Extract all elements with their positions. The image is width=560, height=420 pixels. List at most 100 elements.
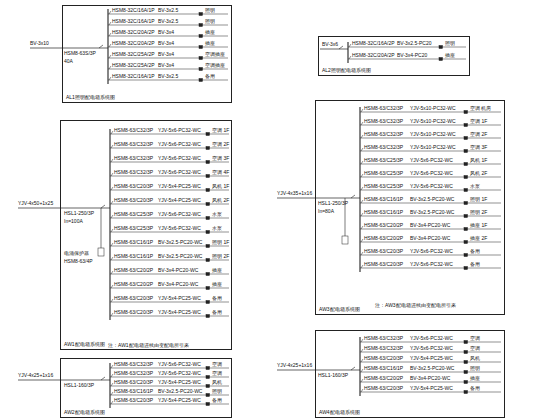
load-symbol bbox=[206, 203, 210, 206]
cable-spec: BV-3x4 bbox=[158, 51, 174, 57]
wire bbox=[101, 377, 105, 380]
load-name: 风机 2F bbox=[212, 197, 229, 203]
wire bbox=[361, 187, 363, 190]
wire bbox=[111, 285, 113, 288]
wire bbox=[111, 299, 113, 302]
breaker-rating: HSM8-32C/20A/2P bbox=[352, 52, 395, 58]
wire bbox=[361, 379, 363, 382]
breaker-rating: HSM8-63/C16/1P bbox=[364, 196, 403, 202]
wire bbox=[109, 129, 110, 320]
wire bbox=[110, 134, 229, 135]
breaker-rating: HSM8-63/C20/3P bbox=[114, 183, 153, 189]
wire bbox=[351, 195, 355, 198]
load-name: 风机 1F bbox=[212, 183, 229, 189]
wire bbox=[111, 159, 113, 162]
panel-title: AW1配电箱系统图 bbox=[64, 341, 105, 347]
wire bbox=[361, 213, 363, 216]
load-name: 空调 bbox=[212, 361, 222, 367]
breaker-rating: HSM8-63/C20/3P bbox=[364, 248, 403, 254]
cable-spec: YJV-5x4-PC25-WC bbox=[158, 295, 201, 301]
wire bbox=[109, 363, 110, 408]
load-name: 空调插座 bbox=[205, 62, 225, 68]
load-symbol bbox=[206, 231, 210, 234]
breaker-rating: HSM8-63/C20/3P bbox=[364, 385, 403, 391]
wire bbox=[110, 288, 229, 289]
load-symbol bbox=[199, 46, 203, 49]
load-symbol bbox=[206, 403, 210, 406]
wire bbox=[109, 33, 111, 36]
load-symbol bbox=[206, 367, 210, 370]
wire bbox=[360, 372, 501, 373]
wire bbox=[111, 313, 113, 316]
wire bbox=[360, 382, 501, 383]
load-name: 风机 1F bbox=[470, 157, 487, 163]
load-name: 空调 bbox=[470, 335, 480, 341]
panel-annotation: In=100A bbox=[64, 218, 83, 224]
load-symbol bbox=[464, 351, 468, 354]
wire bbox=[349, 44, 351, 47]
panel-annotation: YJV-4x35+1x16 bbox=[277, 190, 312, 196]
wire bbox=[361, 200, 363, 203]
wire bbox=[109, 77, 111, 80]
breaker-rating: HSM8-63/C32/3P bbox=[364, 144, 403, 150]
load-name: 空调 机房 bbox=[470, 105, 491, 111]
wire bbox=[360, 255, 501, 256]
load-name: 空调 1F bbox=[470, 118, 487, 124]
wire bbox=[360, 362, 501, 363]
cable-spec: BV-3x2.5-PC20-WC bbox=[410, 365, 454, 371]
cable-spec: YJV-5x4-PC25-WC bbox=[158, 397, 201, 403]
wire bbox=[360, 342, 501, 343]
load-name: 插座 bbox=[205, 40, 215, 46]
load-symbol bbox=[199, 79, 203, 82]
wire bbox=[360, 203, 501, 204]
breaker-rating: HSM8-32C/16A/2P bbox=[352, 40, 395, 46]
cable-spec: BV-3x2.5 bbox=[158, 18, 178, 24]
load-symbol bbox=[206, 301, 210, 304]
load-symbol bbox=[199, 57, 203, 60]
wire bbox=[360, 125, 501, 126]
load-symbol bbox=[464, 381, 468, 384]
wire bbox=[360, 242, 501, 243]
cable-spec: YJV-5x6-PC32-WC bbox=[410, 170, 453, 176]
wire bbox=[361, 252, 363, 255]
panel-annotation: HSL1-160/3P bbox=[64, 382, 94, 388]
wire bbox=[348, 59, 466, 60]
breaker-rating: HSM8-63/C32/3P bbox=[114, 169, 153, 175]
wire bbox=[110, 260, 229, 261]
load-symbol bbox=[464, 176, 468, 179]
load-name: 备用 bbox=[205, 73, 215, 79]
wire bbox=[111, 365, 113, 368]
breaker-rating: HSM8-63/C20/2P bbox=[364, 235, 403, 241]
panel-annotation: HSM8-63S/3P bbox=[64, 50, 96, 56]
breaker-rating: HSM8-63/C32/3P bbox=[364, 105, 403, 111]
breaker-rating: HSM8-63/C20/2P bbox=[364, 375, 403, 381]
cable-spec: BV-3x2.5 bbox=[158, 7, 178, 13]
cable-spec: YJV-5x6-PC32-WC bbox=[410, 183, 453, 189]
load-symbol bbox=[464, 124, 468, 127]
breaker-rating: HSM8-63/C20/3P bbox=[114, 379, 153, 385]
cable-spec: BV-3x4-PC20-WC bbox=[410, 235, 450, 241]
cable-spec: YJV-5x6-PC32-WC bbox=[410, 335, 453, 341]
load-symbol bbox=[206, 259, 210, 262]
wire bbox=[30, 48, 108, 49]
load-name: 空调 2F bbox=[470, 131, 487, 137]
wire bbox=[351, 367, 355, 370]
load-symbol bbox=[206, 217, 210, 220]
wire bbox=[361, 389, 363, 392]
load-symbol bbox=[206, 133, 210, 136]
wire bbox=[320, 49, 348, 50]
cable-spec: YJV-5x4-PC25-WC bbox=[410, 355, 453, 361]
load-name: 空调 3F bbox=[470, 144, 487, 150]
cable-spec: YJV-5x4-PC25-WC bbox=[158, 379, 201, 385]
load-symbol bbox=[206, 161, 210, 164]
panel-annotation: YJV-4x25+1x16 bbox=[277, 362, 312, 368]
cable-spec: BV-3x4-PC20 bbox=[397, 52, 427, 58]
cable-spec: YJV-5x10-PC32-WC bbox=[410, 144, 456, 150]
load-name: 插座 bbox=[212, 267, 222, 273]
wire bbox=[360, 216, 501, 217]
load-symbol bbox=[464, 137, 468, 140]
load-symbol bbox=[464, 267, 468, 270]
wire bbox=[110, 232, 229, 233]
wire bbox=[109, 44, 111, 47]
wire bbox=[361, 239, 363, 242]
